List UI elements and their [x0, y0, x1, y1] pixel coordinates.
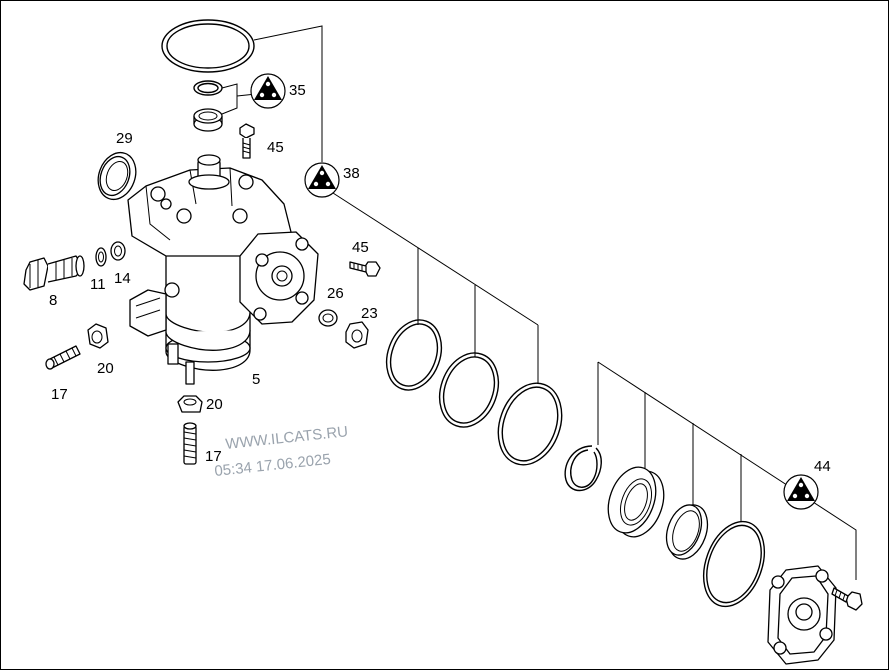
- bolt-45-lower[interactable]: [349, 261, 381, 277]
- cap-nut-20-left[interactable]: [87, 323, 109, 349]
- callout-14: 14: [114, 270, 131, 287]
- bolt-44[interactable]: [831, 587, 863, 611]
- o-ring-44-inner: [706, 524, 762, 604]
- leader-44: [597, 361, 857, 580]
- washer-26-hole: [322, 313, 334, 323]
- o-ring-38a-inner: [389, 323, 439, 387]
- steering-gear-housing-5[interactable]: [127, 154, 319, 385]
- callout-23: 23: [361, 305, 378, 322]
- banjo-fitting-8[interactable]: [23, 255, 85, 291]
- callout-26: 26: [327, 285, 344, 302]
- callout-5: 5: [252, 371, 260, 388]
- callout-20-lower: 20: [206, 396, 223, 413]
- callout-44: 44: [814, 458, 831, 475]
- washer-14[interactable]: [110, 241, 126, 261]
- o-ring-38b[interactable]: [430, 345, 509, 436]
- washer-26[interactable]: [318, 309, 338, 327]
- radial-seal[interactable]: [660, 500, 714, 565]
- set-screw-17-lower[interactable]: [183, 422, 197, 465]
- watermark-line-1: WWW.ILCATS.RU: [225, 423, 349, 453]
- callout-35: 35: [289, 82, 306, 99]
- torque-badge-35-icon: [250, 73, 286, 109]
- callout-20-left: 20: [97, 360, 114, 377]
- o-ring-38b-inner: [442, 356, 496, 424]
- leader-38-top: [253, 25, 323, 162]
- bolt-45-upper[interactable]: [239, 123, 255, 159]
- callout-29: 29: [116, 130, 133, 147]
- callout-8: 8: [49, 292, 57, 309]
- end-cover[interactable]: [767, 565, 837, 665]
- seal-29[interactable]: [92, 147, 142, 204]
- callout-38: 38: [343, 165, 360, 182]
- o-ring-38a[interactable]: [377, 312, 450, 397]
- washer-11[interactable]: [95, 247, 107, 267]
- o-ring-44[interactable]: [693, 513, 776, 615]
- small-ring-upper-inner: [197, 82, 219, 94]
- callout-45-upper: 45: [267, 139, 284, 156]
- callout-17-lower: 17: [205, 448, 222, 465]
- o-ring-38c-inner: [501, 386, 559, 462]
- o-ring-38c[interactable]: [487, 374, 572, 473]
- snap-ring[interactable]: [564, 445, 602, 492]
- callout-11: 11: [90, 276, 106, 293]
- torque-badge-38-icon: [304, 162, 340, 198]
- callout-17-left: 17: [51, 386, 68, 403]
- washer-14-hole: [114, 245, 122, 257]
- seal-ring-part[interactable]: [193, 108, 223, 132]
- callout-45-lower: 45: [352, 239, 369, 256]
- large-o-ring[interactable]: [161, 19, 255, 73]
- large-o-ring-inner: [166, 23, 250, 69]
- needle-bearing[interactable]: [600, 461, 673, 544]
- cap-nut-20-lower[interactable]: [177, 395, 203, 413]
- leader-38-rings: [332, 192, 539, 383]
- plug-23[interactable]: [345, 321, 369, 349]
- washer-11-hole: [98, 251, 104, 263]
- set-screw-17-left[interactable]: [45, 345, 81, 370]
- watermark-line-2: 05:34 17.06.2025: [214, 451, 332, 480]
- torque-badge-44-icon: [783, 474, 819, 510]
